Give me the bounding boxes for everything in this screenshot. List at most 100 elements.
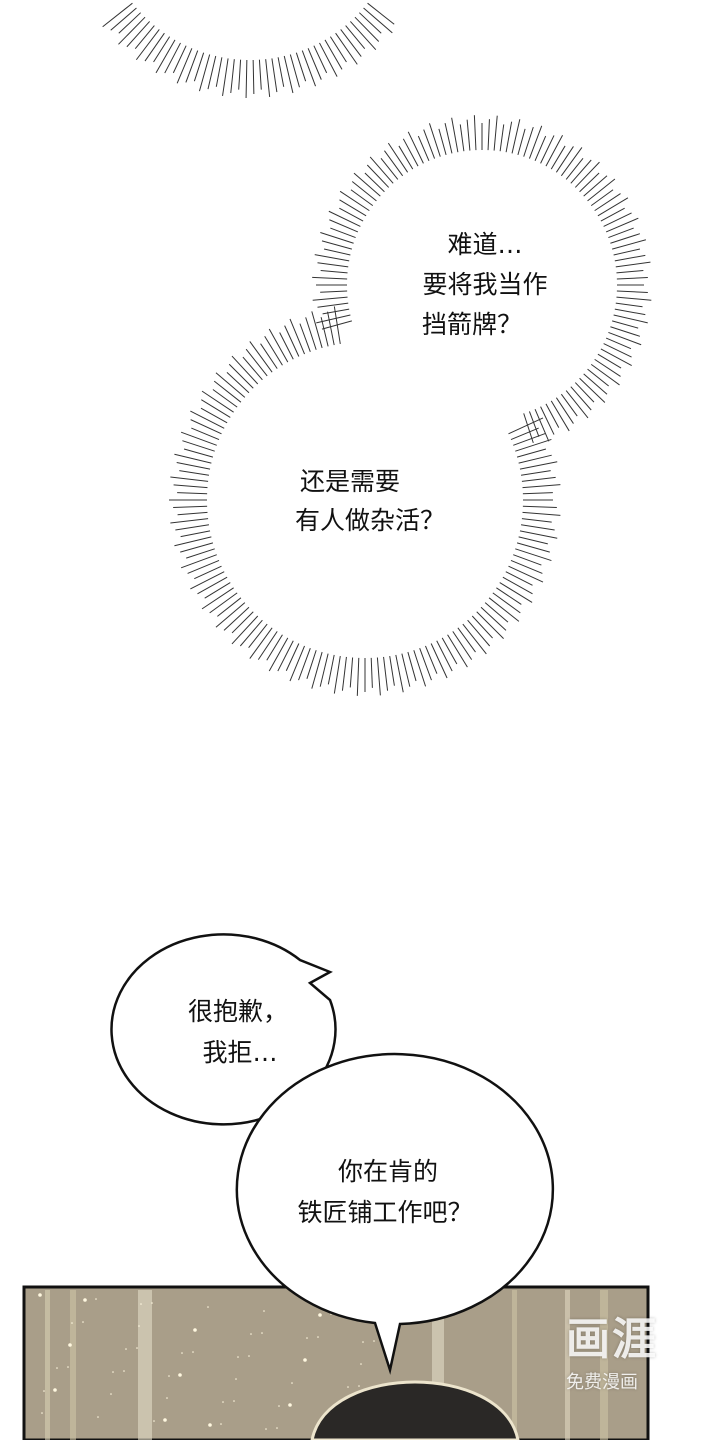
burst-line bbox=[419, 648, 432, 681]
sparkle bbox=[306, 1337, 308, 1339]
burst-line bbox=[320, 290, 348, 293]
burst-line bbox=[312, 276, 348, 280]
burst-line bbox=[345, 25, 366, 50]
thought-text-line: 要将我当作 bbox=[422, 270, 548, 299]
burst-line bbox=[215, 57, 223, 87]
sparkle bbox=[97, 1416, 99, 1418]
burst-line bbox=[487, 119, 490, 151]
burst-line bbox=[319, 42, 338, 77]
burst-line bbox=[173, 505, 208, 509]
thought-text-line: 还是需要 bbox=[299, 467, 401, 496]
burst-line bbox=[312, 296, 348, 301]
burst-line bbox=[277, 57, 285, 87]
burst-line bbox=[164, 42, 181, 74]
burst-line bbox=[540, 406, 555, 435]
sparkle bbox=[43, 1390, 45, 1392]
burst-line bbox=[260, 343, 278, 369]
thought-text-line: 挡箭牌？ bbox=[421, 310, 523, 339]
burst-line bbox=[518, 454, 552, 464]
burst-line bbox=[311, 311, 323, 349]
burst-line bbox=[239, 619, 263, 647]
sparkle bbox=[208, 1423, 212, 1427]
thought-text-line: 有人做杂活？ bbox=[294, 506, 446, 535]
burst-line bbox=[207, 55, 217, 90]
sparkle bbox=[38, 1293, 42, 1297]
burst-line bbox=[271, 58, 278, 93]
sparkle bbox=[288, 1403, 292, 1407]
sparkle bbox=[110, 1393, 112, 1395]
sparkle bbox=[95, 1298, 97, 1300]
burst-line bbox=[407, 131, 424, 164]
burst-line bbox=[359, 12, 382, 34]
burst-line bbox=[451, 117, 459, 153]
burst-line bbox=[430, 643, 448, 679]
burst-line bbox=[363, 7, 393, 34]
burst-line bbox=[594, 358, 621, 377]
burst-line bbox=[534, 135, 547, 162]
burst-line bbox=[376, 657, 381, 696]
burst-line bbox=[616, 269, 644, 274]
burst-line bbox=[389, 655, 395, 686]
burst-line bbox=[245, 59, 248, 98]
burst-line bbox=[153, 36, 171, 63]
sparkle bbox=[360, 1363, 362, 1365]
sparkle bbox=[41, 1412, 43, 1414]
burst-line bbox=[603, 212, 632, 227]
sparkle bbox=[291, 1382, 293, 1384]
sparkle bbox=[373, 1340, 375, 1342]
burst-line bbox=[367, 2, 395, 25]
sparkle bbox=[140, 1303, 142, 1305]
burst-line bbox=[428, 123, 441, 157]
burst-line bbox=[217, 597, 242, 617]
burst-line bbox=[289, 54, 300, 88]
burst-line bbox=[238, 59, 242, 90]
burst-line bbox=[265, 59, 271, 98]
burst-line bbox=[170, 476, 209, 482]
sparkle bbox=[237, 1356, 239, 1358]
burst-line bbox=[329, 219, 359, 233]
burst-line bbox=[380, 158, 399, 180]
burst-line bbox=[436, 640, 453, 672]
burst-line bbox=[215, 372, 246, 398]
burst-line bbox=[579, 172, 600, 193]
burst-line bbox=[480, 606, 507, 631]
burst-line bbox=[226, 372, 250, 394]
burst-line bbox=[249, 341, 273, 373]
burst-line bbox=[560, 393, 578, 417]
sparkle bbox=[235, 1378, 237, 1380]
watermark: 画涯 免费漫画 bbox=[566, 1318, 686, 1394]
burst-line bbox=[502, 576, 533, 595]
burst-line bbox=[366, 164, 390, 188]
burst-line bbox=[574, 382, 595, 403]
burst-line bbox=[590, 189, 614, 207]
sparkle bbox=[178, 1373, 182, 1377]
burst-line bbox=[266, 634, 283, 661]
burst-line bbox=[612, 320, 639, 329]
burst-line bbox=[313, 45, 328, 74]
burst-line bbox=[511, 119, 521, 154]
thought-text-line: 难道… bbox=[447, 230, 523, 259]
burst-line bbox=[283, 55, 294, 94]
sparkle bbox=[362, 1341, 364, 1343]
burst-line bbox=[384, 150, 404, 177]
burst-line bbox=[520, 470, 551, 476]
burst-line bbox=[610, 233, 641, 244]
burst-line bbox=[444, 123, 453, 154]
burst-line bbox=[172, 45, 187, 74]
burst-line bbox=[231, 615, 259, 645]
speech-text-line: 铁匠铺工作吧？ bbox=[297, 1198, 473, 1227]
speech-text-line: 很抱歉， bbox=[187, 997, 289, 1026]
burst-line bbox=[540, 135, 555, 164]
burst-line bbox=[570, 386, 592, 411]
burst-line bbox=[223, 606, 250, 631]
burst-line bbox=[307, 48, 322, 80]
burst-line bbox=[508, 417, 544, 435]
burst-line bbox=[616, 296, 652, 301]
burst-line bbox=[387, 142, 409, 173]
burst-line bbox=[186, 548, 215, 559]
burst-line bbox=[505, 121, 513, 153]
burst-line bbox=[328, 210, 361, 227]
burst-line bbox=[191, 427, 220, 440]
watermark-logo: 画涯 bbox=[566, 1314, 658, 1365]
burst-line bbox=[517, 128, 526, 155]
